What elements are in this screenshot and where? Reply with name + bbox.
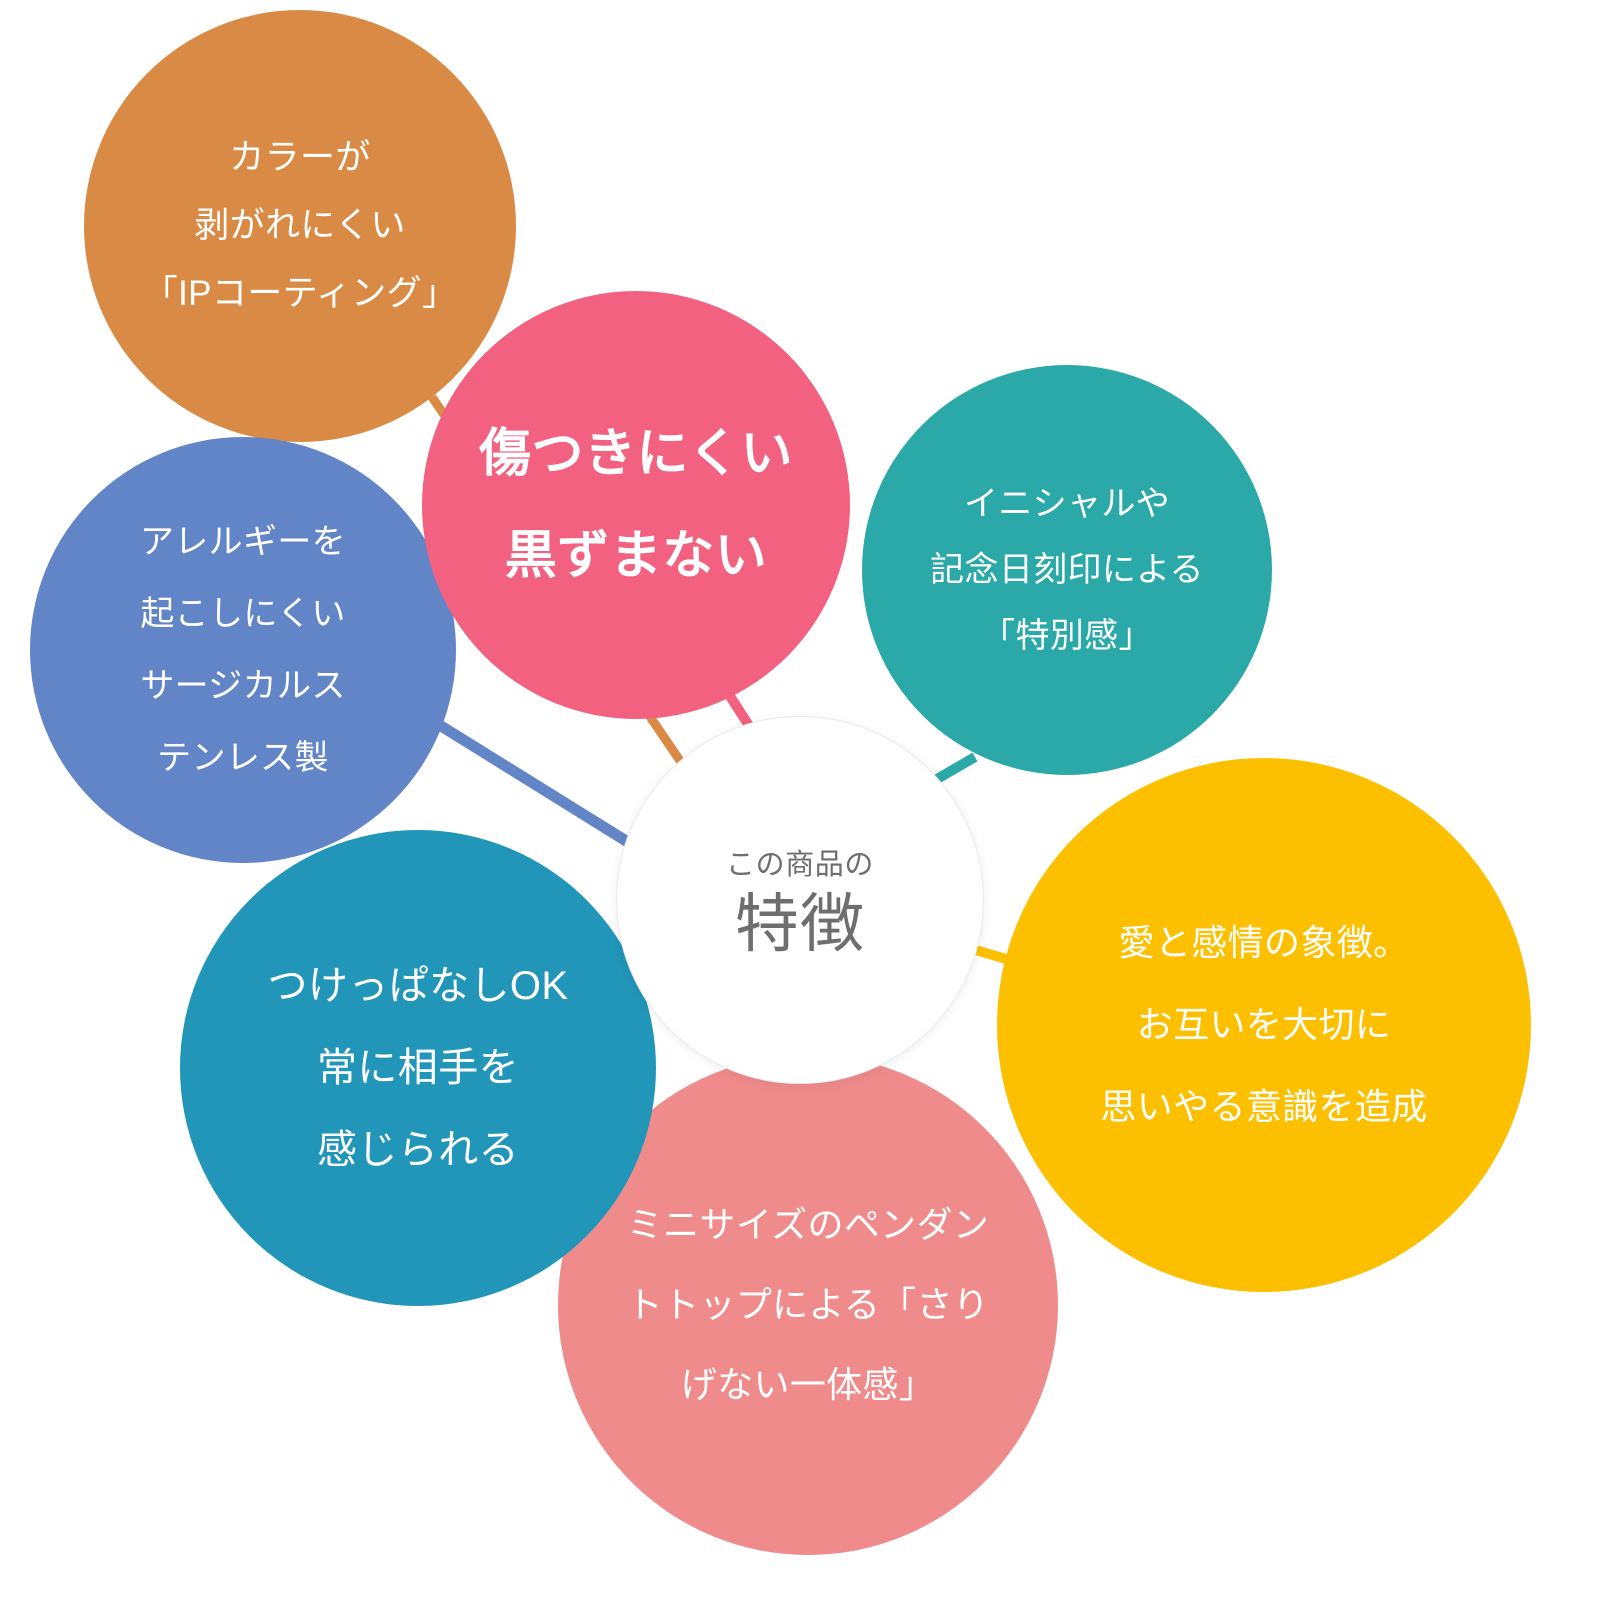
bubble-line: アレルギーを [139,523,347,561]
bubble-line: 常に相手を [317,1046,519,1090]
feature-bubble-mini-pendant[interactable]: ミニサイズのペンダン トトップによる「さり げない一体感」 [558,1055,1058,1555]
bubble-line: 起こしにくい [140,595,346,633]
bubble-line: 感じられる [317,1128,519,1172]
bubble-line: 記念日刻印による [930,551,1204,589]
hub-eyebrow: この商品の [726,849,874,882]
feature-bubble-ip-coating[interactable]: カラーが 剥がれにくい 「IPコーティング」 [84,10,516,442]
bubble-line: お互いを大切に [1136,1004,1392,1045]
feature-bubble-scratch-resistant[interactable]: 傷つきにくい 黒ずまない [422,291,850,719]
bubble-line: 「IPコーティング」 [142,274,458,313]
bubble-line: 黒ずまない [504,527,768,585]
bubble-line: 「特別感」 [981,617,1153,655]
bubble-line: カラーが [229,138,371,177]
bubble-line: つけっぱなしOK [267,964,569,1008]
bubble-line: げない一体感」 [680,1364,936,1405]
bubble-line: 傷つきにくい [478,425,794,483]
bubble-line: 思いやる意識を造成 [1100,1086,1428,1127]
feature-bubble-symbol-of-love[interactable]: 愛と感情の象徴。 お互いを大切に 思いやる意識を造成 [997,758,1531,1292]
center-hub: この商品の 特徴 [616,716,984,1084]
bubble-line: ミニサイズのペンダン [626,1204,990,1245]
bubble-line: 剥がれにくい [194,206,406,245]
bubble-line: 愛と感情の象徴。 [1118,922,1410,963]
bubble-line: テンレス製 [157,739,329,777]
connector-blue [422,711,663,867]
hub-headline: 特徴 [734,888,866,961]
feature-bubble-wear-always[interactable]: つけっぱなしOK 常に相手を 感じられる [180,830,656,1306]
feature-bubble-engraving[interactable]: イニシャルや 記念日刻印による 「特別感」 [862,365,1272,775]
feature-bubble-surgical-stainless[interactable]: アレルギーを 起こしにくい サージカルス テンレス製 [30,437,456,863]
bubble-line: トトップによる「さり [626,1284,990,1325]
bubble-line: サージカルス [140,667,346,705]
bubble-line: イニシャルや [963,485,1171,523]
